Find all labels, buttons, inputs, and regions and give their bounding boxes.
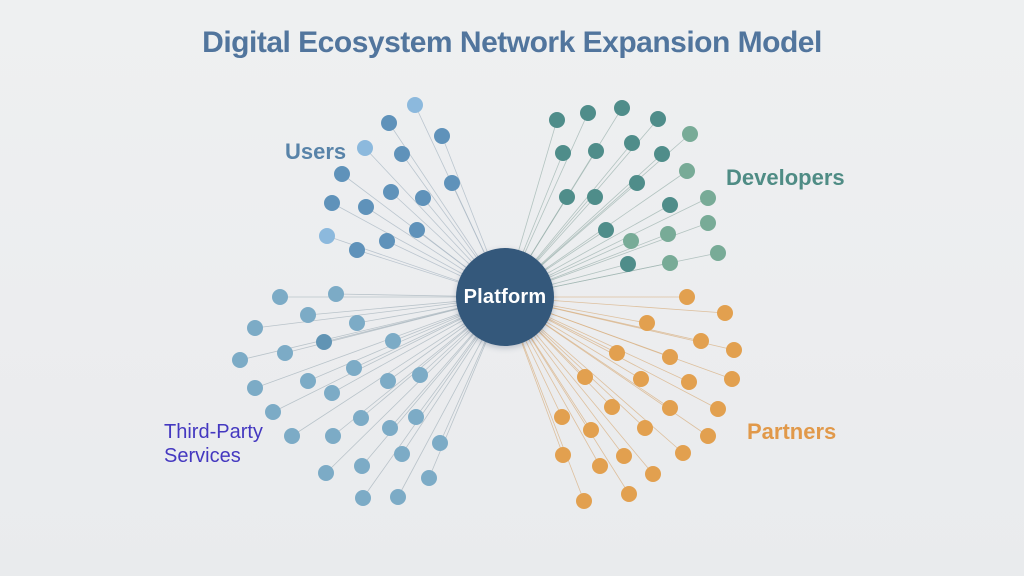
developers-node bbox=[598, 222, 614, 238]
developers-node bbox=[710, 245, 726, 261]
users-node bbox=[358, 199, 374, 215]
cluster-label-third-party-services: Third-Party Services bbox=[164, 421, 263, 468]
partners-node bbox=[576, 493, 592, 509]
third-party-services-node bbox=[328, 286, 344, 302]
partners-node bbox=[583, 422, 599, 438]
developers-node bbox=[682, 126, 698, 142]
third-party-services-node bbox=[408, 409, 424, 425]
partners-node bbox=[717, 305, 733, 321]
partners-node bbox=[726, 342, 742, 358]
partners-node bbox=[662, 349, 678, 365]
partners-node bbox=[592, 458, 608, 474]
third-party-services-node bbox=[284, 428, 300, 444]
users-node bbox=[381, 115, 397, 131]
partners-node bbox=[639, 315, 655, 331]
users-node bbox=[334, 166, 350, 182]
partners-node bbox=[724, 371, 740, 387]
developers-node bbox=[700, 215, 716, 231]
users-node bbox=[319, 228, 335, 244]
users-node bbox=[349, 242, 365, 258]
third-party-services-node bbox=[247, 320, 263, 336]
developers-node bbox=[660, 226, 676, 242]
third-party-services-node bbox=[300, 373, 316, 389]
third-party-services-node bbox=[232, 352, 248, 368]
partners-node bbox=[679, 289, 695, 305]
third-party-services-node bbox=[277, 345, 293, 361]
partners-node bbox=[693, 333, 709, 349]
developers-node bbox=[580, 105, 596, 121]
users-node bbox=[324, 195, 340, 211]
third-party-services-node bbox=[412, 367, 428, 383]
partners-node bbox=[645, 466, 661, 482]
users-node bbox=[415, 190, 431, 206]
users-node bbox=[444, 175, 460, 191]
third-party-services-node bbox=[380, 373, 396, 389]
third-party-services-node bbox=[265, 404, 281, 420]
partners-node bbox=[633, 371, 649, 387]
developers-node bbox=[629, 175, 645, 191]
developers-node bbox=[662, 197, 678, 213]
partners-node bbox=[675, 445, 691, 461]
developers-node bbox=[662, 255, 678, 271]
developers-node bbox=[700, 190, 716, 206]
partners-node bbox=[681, 374, 697, 390]
diagram-title: Digital Ecosystem Network Expansion Mode… bbox=[202, 26, 822, 59]
partners-node bbox=[604, 399, 620, 415]
third-party-services-node bbox=[324, 385, 340, 401]
third-party-services-node bbox=[432, 435, 448, 451]
third-party-services-node bbox=[272, 289, 288, 305]
cluster-label-developers: Developers bbox=[726, 165, 845, 190]
third-party-services-node bbox=[325, 428, 341, 444]
developers-node bbox=[679, 163, 695, 179]
users-node bbox=[357, 140, 373, 156]
partners-node bbox=[616, 448, 632, 464]
users-node bbox=[394, 146, 410, 162]
cluster-label-partners: Partners bbox=[747, 419, 837, 444]
developers-node bbox=[614, 100, 630, 116]
developers-node bbox=[623, 233, 639, 249]
third-party-services-node bbox=[394, 446, 410, 462]
third-party-services-node bbox=[346, 360, 362, 376]
cluster-label-users: Users bbox=[285, 139, 347, 164]
users-node bbox=[383, 184, 399, 200]
partners-node bbox=[609, 345, 625, 361]
third-party-services-node bbox=[421, 470, 437, 486]
third-party-services-node bbox=[390, 489, 406, 505]
partners-node bbox=[637, 420, 653, 436]
third-party-services-node bbox=[355, 490, 371, 506]
third-party-services-node bbox=[316, 334, 332, 350]
developers-node bbox=[620, 256, 636, 272]
third-party-services-node bbox=[382, 420, 398, 436]
partners-node bbox=[662, 400, 678, 416]
third-party-services-node bbox=[385, 333, 401, 349]
developers-node bbox=[559, 189, 575, 205]
third-party-services-node bbox=[353, 410, 369, 426]
developers-node bbox=[549, 112, 565, 128]
users-node bbox=[379, 233, 395, 249]
third-party-services-node bbox=[300, 307, 316, 323]
third-party-services-node bbox=[247, 380, 263, 396]
partners-node bbox=[555, 447, 571, 463]
developers-node bbox=[587, 189, 603, 205]
third-party-services-node bbox=[354, 458, 370, 474]
third-party-services-node bbox=[349, 315, 365, 331]
partners-node bbox=[710, 401, 726, 417]
platform-node: Platform bbox=[456, 248, 554, 346]
users-node bbox=[434, 128, 450, 144]
partners-node bbox=[621, 486, 637, 502]
users-node bbox=[409, 222, 425, 238]
developers-node bbox=[588, 143, 604, 159]
platform-label: Platform bbox=[463, 285, 547, 308]
developers-node bbox=[555, 145, 571, 161]
partners-node bbox=[700, 428, 716, 444]
partners-node bbox=[577, 369, 593, 385]
users-node bbox=[407, 97, 423, 113]
developers-node bbox=[624, 135, 640, 151]
third-party-services-node bbox=[318, 465, 334, 481]
developers-node bbox=[654, 146, 670, 162]
partners-node bbox=[554, 409, 570, 425]
developers-node bbox=[650, 111, 666, 127]
